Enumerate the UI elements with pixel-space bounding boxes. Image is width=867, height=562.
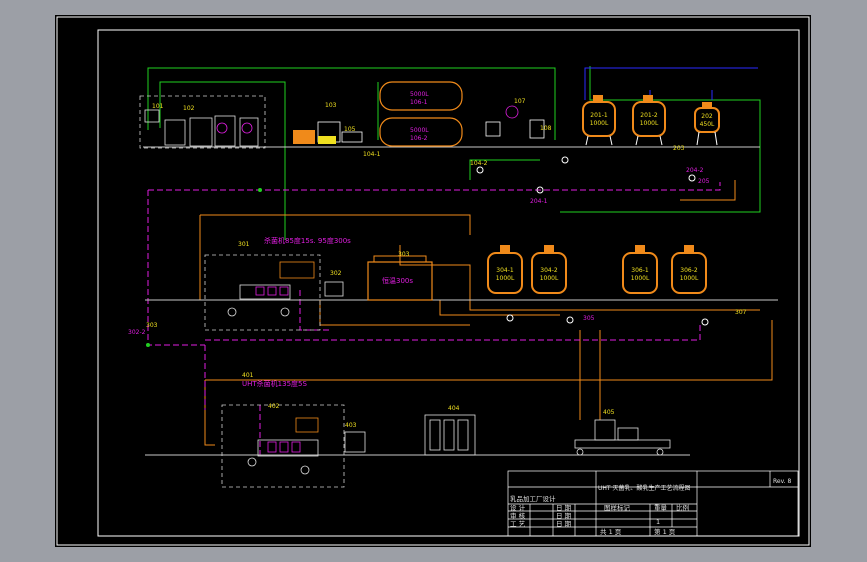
label-405: 405	[603, 409, 615, 416]
company-name: 乳品加工厂设计	[510, 494, 556, 503]
tank-label-line: 306-2	[680, 267, 698, 274]
label-102: 102	[183, 105, 195, 112]
label-204-1: 204-1	[530, 198, 548, 205]
label-403: 403	[345, 422, 357, 429]
label-107: 107	[514, 98, 526, 105]
label-204-2: 204-2	[686, 167, 704, 174]
revision: Rev. 8	[773, 478, 791, 485]
tank-label-line: 1000L	[680, 275, 699, 282]
reviewer-label: 审 核	[510, 511, 526, 520]
label-203: 203	[673, 145, 685, 152]
title-block	[507, 470, 799, 537]
floor-lines	[143, 146, 778, 456]
label-tank-5000-lower-volume: 5000L	[410, 127, 429, 134]
tank-label-line: 450L	[700, 121, 715, 128]
tank-5000-lower	[379, 117, 463, 147]
drawing-sheet	[55, 15, 811, 547]
label-303: 303	[146, 322, 158, 329]
tank-label-line: 1000L	[640, 120, 659, 127]
label-404: 404	[448, 405, 460, 412]
label-401: 401	[242, 372, 254, 379]
label-tank-5000-lower-tag: 106-2	[410, 135, 428, 142]
reviewer-date-label: 日 期	[556, 512, 572, 520]
label-uht: UHT杀菌机135度5S	[242, 379, 307, 388]
label-305: 305	[583, 315, 595, 322]
equipment-boundaries	[139, 95, 345, 488]
label-tank-5000-upper-tag: 106-1	[410, 99, 428, 106]
tank-306-1	[622, 245, 658, 294]
label-108: 108	[540, 125, 552, 132]
tank-label-line: 304-2	[540, 267, 558, 274]
scale-label: 比例	[676, 503, 689, 512]
drawing-frame	[97, 29, 800, 537]
label-101: 101	[152, 103, 164, 110]
tank-304-1	[487, 245, 523, 294]
tank-label-line: 1000L	[590, 120, 609, 127]
weight-label: 重量	[654, 504, 668, 512]
tank-label-line: 202	[701, 113, 713, 120]
tank-304-2	[531, 245, 567, 294]
valves	[146, 156, 709, 347]
label-holding-time: 恒温300s	[382, 276, 413, 285]
tank-202	[694, 102, 720, 146]
tank-label-line: 1000L	[496, 275, 515, 282]
title-block-text: UHT 灭菌乳、酸乳生产工艺流程图 Rev. 8 乳品加工厂设计 设 计 日 期…	[510, 478, 791, 536]
page-number: 第 1 页	[654, 527, 676, 536]
sheet-count: 共 1 页	[600, 527, 622, 536]
tank-small-rows1	[485, 105, 545, 139]
drawing-title: UHT 灭菌乳、酸乳生产工艺流程图	[598, 484, 690, 492]
label-402: 402	[268, 403, 280, 410]
tank-5000-upper	[379, 81, 463, 111]
label-302-2: 302-2	[128, 329, 146, 336]
filling-machine-404	[424, 414, 476, 456]
tank-label-line: 201-1	[590, 112, 608, 119]
packaging-conveyor	[574, 419, 671, 456]
label-104-2: 104-2	[470, 160, 488, 167]
label-holding-tag: 303	[398, 251, 410, 258]
tank-label-line: 1000L	[631, 275, 650, 282]
label-tank-5000-upper-volume: 5000L	[410, 91, 429, 98]
reception-unit	[144, 109, 259, 147]
tank-201-1	[582, 95, 616, 146]
designer-label: 设 计	[510, 503, 526, 512]
process-label: 工 艺	[510, 520, 526, 528]
label-103: 103	[325, 102, 337, 109]
holding-tank-303	[367, 255, 433, 301]
label-301: 301	[238, 241, 250, 248]
uht-unit	[247, 417, 366, 475]
label-104-1: 104-1	[363, 151, 381, 158]
drawing-mark-label: 图样标记	[604, 503, 631, 512]
tank-label-line: 1000L	[540, 275, 559, 282]
tank-201-2	[632, 95, 666, 146]
label-302: 302	[330, 270, 342, 277]
pasteurizer-unit	[227, 261, 344, 317]
tank-label-line: 304-1	[496, 267, 514, 274]
tank-label-line: 201-2	[640, 112, 658, 119]
equipment-labels: 101 102 103 104-1 104-2 105 5000L 106-1 …	[128, 91, 747, 429]
green-pipelines	[147, 66, 761, 240]
label-307: 307	[735, 309, 747, 316]
tank-label-line: 306-1	[631, 267, 649, 274]
tank-306-2	[671, 245, 707, 294]
label-105: 105	[344, 126, 356, 133]
process-date-label: 日 期	[556, 520, 572, 528]
label-pasteurizer: 杀菌机85度15s. 95度300s	[264, 236, 351, 245]
outer-border	[56, 16, 810, 546]
designer-date-label: 日 期	[556, 504, 572, 512]
separator-skid	[293, 121, 363, 144]
label-205: 205	[698, 178, 710, 185]
scale-value: 1	[656, 518, 660, 526]
